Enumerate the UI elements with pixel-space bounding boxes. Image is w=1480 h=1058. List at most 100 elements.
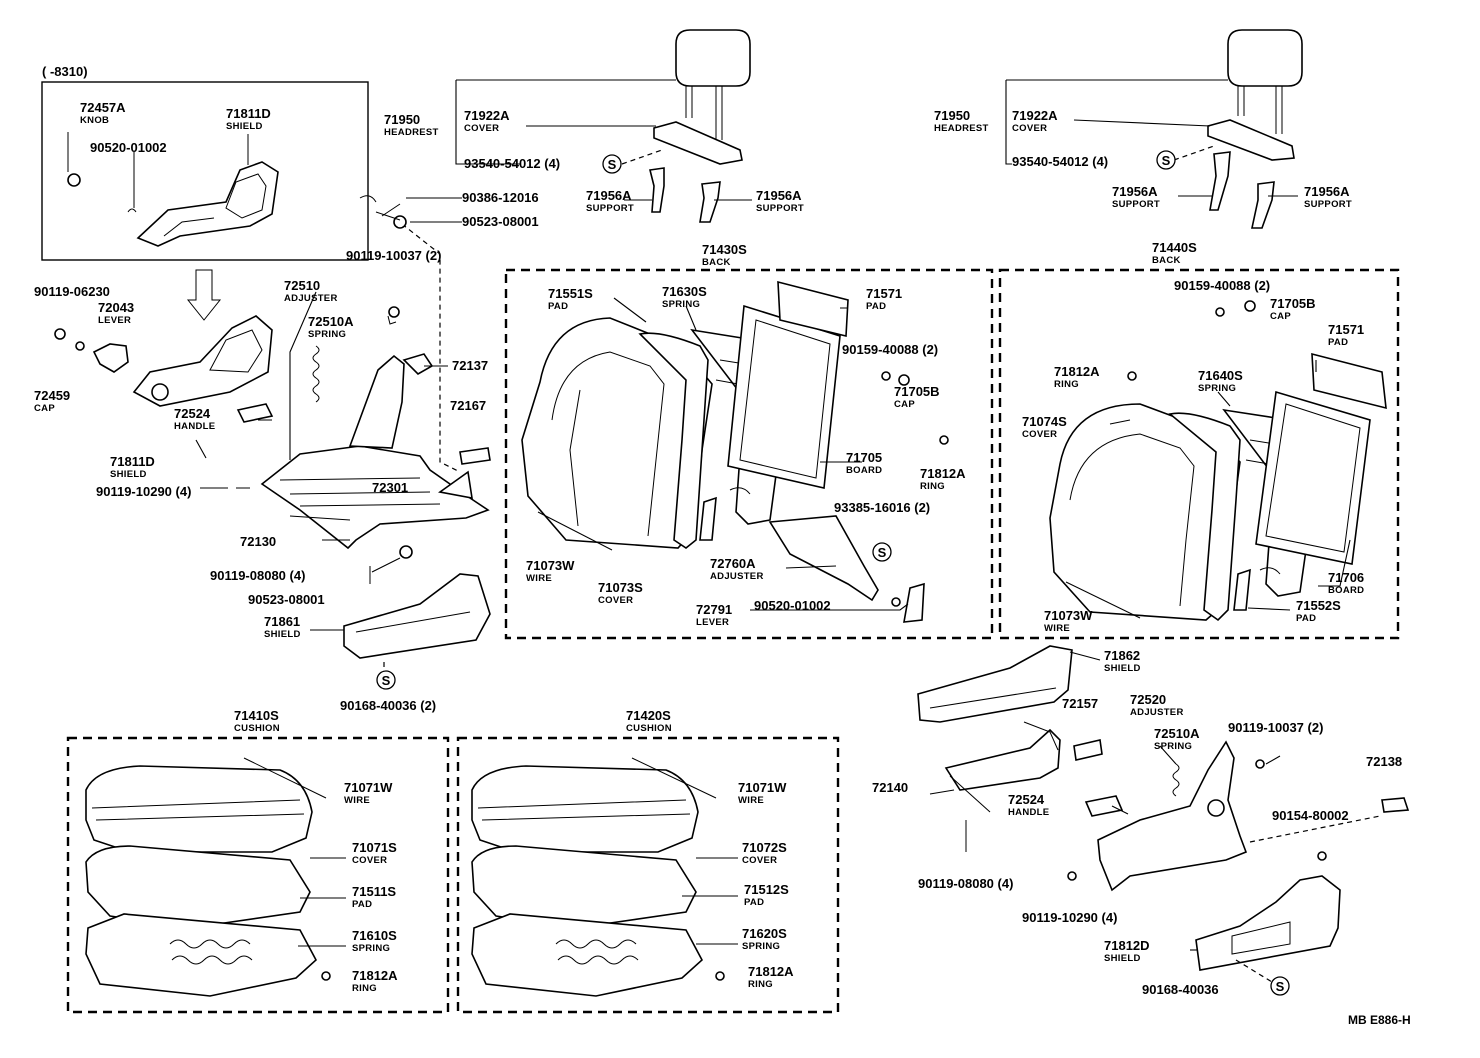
part-description: SPRING	[308, 329, 346, 340]
part-description: ADJUSTER	[284, 293, 338, 304]
part-description: HEADREST	[934, 123, 989, 134]
part-number: 90119-06230	[34, 284, 110, 299]
part-number: 72524	[174, 406, 211, 421]
part-description: CUSHION	[626, 723, 672, 734]
part-number: 72301	[372, 480, 408, 495]
part-number: 71811D	[110, 454, 155, 469]
part-description: SPRING	[1198, 383, 1236, 394]
part-label-p90523_08001_top: 90523-08001	[462, 214, 539, 229]
part-label-p90119_08080_right: 90119-08080 (4)	[918, 876, 1013, 891]
part-number: 71071W	[344, 780, 393, 795]
part-label-p93385_16016: 93385-16016 (2)	[834, 500, 930, 515]
part-number: 71430S	[702, 242, 747, 257]
part-number: 72140	[872, 780, 908, 795]
part-number: 71073S	[598, 580, 643, 595]
part-number: 90168-40036 (2)	[340, 698, 436, 713]
part-number: 71812A	[920, 466, 966, 481]
part-label-p90520_01002_top: 90520-01002	[90, 140, 167, 155]
part-description: SPRING	[662, 299, 700, 310]
part-number: 71420S	[626, 708, 671, 723]
part-number: 72457A	[80, 100, 126, 115]
part-number: 71620S	[742, 926, 787, 941]
part-number: 71073W	[526, 558, 575, 573]
screw-symbol	[602, 154, 622, 174]
part-description: COVER	[464, 123, 499, 134]
part-label-p90159_40088_right: 90159-40088 (2)	[1174, 278, 1270, 293]
screw-symbol	[872, 542, 892, 562]
part-number: 71705B	[1270, 296, 1316, 311]
part-number: 71922A	[464, 108, 510, 123]
part-number: 90119-10290 (4)	[1022, 910, 1117, 925]
part-number: 90119-08080 (4)	[918, 876, 1013, 891]
headrest-left-group	[621, 29, 751, 223]
part-description: SUPPORT	[1112, 199, 1160, 210]
part-number: 71950	[934, 108, 970, 123]
part-label-p72167: 72167	[450, 398, 486, 413]
screw-symbol	[376, 670, 396, 690]
part-number: 90154-80002	[1272, 808, 1349, 823]
part-description: BOARD	[846, 465, 882, 476]
part-description: WIRE	[526, 573, 552, 584]
part-label-p93540_right: 93540-54012 (4)	[1012, 154, 1108, 169]
part-description: ADJUSTER	[710, 571, 764, 582]
part-label-p72157: 72157	[1062, 696, 1098, 711]
part-number: 72524	[1008, 792, 1045, 807]
part-description: PAD	[866, 301, 886, 312]
part-number: 90119-10037 (2)	[346, 248, 441, 263]
part-label-p90523_08001_low: 90523-08001	[248, 592, 325, 607]
part-number: 71571	[866, 286, 902, 301]
part-number: 90523-08001	[462, 214, 539, 229]
part-number: 72137	[452, 358, 488, 373]
part-number: 71705	[846, 450, 882, 465]
part-label-p72138: 72138	[1366, 754, 1402, 769]
part-description: SHIELD	[1104, 663, 1141, 674]
part-label-p90119_06230: 90119-06230	[34, 284, 110, 299]
part-label-p90119_10290_right: 90119-10290 (4)	[1022, 910, 1117, 925]
part-number: 72510	[284, 278, 320, 293]
part-description: COVER	[598, 595, 633, 606]
part-number: 71552S	[1296, 598, 1341, 613]
part-number: 71950	[384, 112, 420, 127]
part-description: SHIELD	[110, 469, 147, 480]
part-number: 72510A	[1154, 726, 1200, 741]
part-number: 71440S	[1152, 240, 1197, 255]
part-number: 71071S	[352, 840, 397, 855]
headrest-right-group	[1173, 29, 1303, 229]
part-number: 90386-12016	[462, 190, 539, 205]
part-number: 71922A	[1012, 108, 1058, 123]
part-number: 71862	[1104, 648, 1140, 663]
part-label-p90119_08080_left: 90119-08080 (4)	[210, 568, 305, 583]
part-number: 90159-40088 (2)	[1174, 278, 1270, 293]
part-number: 71630S	[662, 284, 707, 299]
